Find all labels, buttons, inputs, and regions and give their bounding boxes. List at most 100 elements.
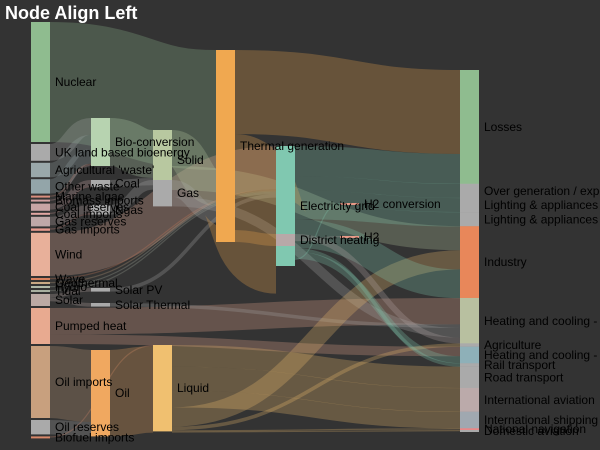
node-biofuel-imports xyxy=(31,436,50,439)
node-label-electricity-grid: Electricity grid xyxy=(300,199,375,213)
node-electricity-grid xyxy=(276,146,295,266)
node-label-over-generation: Over generation / exports xyxy=(484,184,600,198)
node-pumped-heat xyxy=(31,308,50,344)
node-other-waste xyxy=(31,179,50,194)
node-label-solar: Solar xyxy=(55,293,83,307)
link-liquid-to-industry xyxy=(171,250,461,427)
node-industry xyxy=(460,226,479,299)
link-electricity-grid-to-losses xyxy=(294,146,461,184)
node-label-pumped-heat: Pumped heat xyxy=(55,319,127,333)
link-coal-to-solid xyxy=(109,178,154,188)
node-solar xyxy=(31,294,50,306)
node-label-solid: Solid xyxy=(177,153,204,167)
link-pumped-heat-to-heating-comm xyxy=(49,334,461,357)
node-agriculture xyxy=(460,343,479,347)
link-district-heating-to-heating-home xyxy=(294,234,461,344)
node-label-coal-reserves: Coal reserves xyxy=(55,200,129,214)
node-coal-imports xyxy=(31,212,50,215)
node-marine-algae xyxy=(31,195,50,198)
node-label-road: Road transport xyxy=(484,370,564,384)
link-bio-conversion-to-solid xyxy=(108,118,155,178)
link-gas-to-thermal-gen xyxy=(170,180,218,223)
link-thermal-gen-to-district-heating xyxy=(234,230,277,246)
link-oil-reserves-to-oil xyxy=(49,420,92,437)
link-electricity-grid-to-lighting-home xyxy=(294,190,461,213)
node-label-h2-conversion: H2 conversion xyxy=(364,197,441,211)
node-lighting-comm xyxy=(460,212,479,227)
link-electricity-grid-to-over-generation xyxy=(294,176,461,199)
node-lighting-home xyxy=(460,197,479,213)
node-label-liquid: Liquid xyxy=(177,381,209,395)
link-pumped-heat-to-heating-home xyxy=(49,297,461,335)
node-label-oil: Oil xyxy=(115,386,130,400)
node-label-natl-navigation: National navigation xyxy=(484,422,586,436)
link-wave-to-electricity-grid xyxy=(49,189,277,280)
link-thermal-gen-to-losses xyxy=(234,50,461,154)
node-label-lighting-home: Lighting & appliances - homes xyxy=(484,198,600,212)
link-tidal-to-electricity-grid xyxy=(49,192,277,292)
node-label-industry: Industry xyxy=(484,255,527,269)
node-wave xyxy=(31,278,50,280)
node-losses xyxy=(460,70,479,184)
node-label-district-heating: District heating xyxy=(300,233,379,247)
node-oil-reserves xyxy=(31,420,50,435)
node-intl-aviation xyxy=(460,387,479,412)
link-solar-to-solar-thermal xyxy=(49,297,92,307)
node-label-biofuel-imports: Biofuel imports xyxy=(55,430,134,444)
link-thermal-gen-to-electricity-grid xyxy=(203,134,308,294)
link-electricity-grid-to-heating-comm xyxy=(294,251,461,364)
node-biomass-imports xyxy=(31,199,50,202)
nodes-layer xyxy=(31,22,479,439)
link-liquid-to-intl-shipping xyxy=(171,390,461,429)
node-gas-reserves xyxy=(31,216,50,227)
node-bio-conversion xyxy=(91,118,110,166)
node-tidal xyxy=(31,290,50,292)
node-label-ngas: Ngas xyxy=(115,203,143,217)
node-label-lighting-comm: Lighting & appliances - commercial xyxy=(484,212,600,226)
node-thermal-gen xyxy=(216,50,235,242)
node-label-intl-aviation: International aviation xyxy=(484,393,595,407)
node-label-agri-waste: Agricultural 'waste' xyxy=(55,163,154,177)
node-label-nuclear: Nuclear xyxy=(55,75,96,89)
link-oil-imports-to-oil xyxy=(49,346,92,422)
node-label-solar-pv: Solar PV xyxy=(115,283,162,297)
node-label-heating-home: Heating and cooling - homes xyxy=(484,314,600,328)
node-label-other-waste: Other waste xyxy=(55,179,120,193)
node-geothermal xyxy=(31,282,50,284)
link-geothermal-to-electricity-grid xyxy=(49,190,277,284)
node-label-wind: Wind xyxy=(55,247,82,261)
link-liquid-to-agriculture xyxy=(171,343,461,431)
node-label-solar-thermal: Solar Thermal xyxy=(115,298,190,312)
node-label-h2: H2 xyxy=(364,230,380,244)
node-gas-imports xyxy=(31,228,50,231)
node-label-biomass-imports: Biomass imports xyxy=(55,194,144,208)
node-oil-imports xyxy=(31,346,50,418)
link-oil-to-liquid xyxy=(109,346,154,437)
node-label-domestic-aviation: Domestic aviation xyxy=(484,424,579,438)
node-label-losses: Losses xyxy=(484,120,522,134)
node-label-geothermal: Geothermal xyxy=(55,276,118,290)
node-ngas xyxy=(91,205,110,215)
node-natl-navigation xyxy=(460,428,479,431)
node-rail xyxy=(460,363,479,367)
node-label-wave: Wave xyxy=(55,272,86,286)
node-label-gas: Gas xyxy=(177,186,199,200)
node-heating-comm xyxy=(460,346,479,364)
node-over-generation xyxy=(460,183,479,199)
link-gas-imports-to-ngas xyxy=(49,213,92,230)
link-gas-reserves-to-ngas xyxy=(49,205,92,226)
node-intl-shipping xyxy=(460,411,479,429)
node-label-oil-reserves: Oil reserves xyxy=(55,420,119,434)
link-agri-waste-to-bio-conversion xyxy=(48,134,93,178)
node-district-heating xyxy=(276,234,295,246)
node-label-coal: Coal xyxy=(115,177,140,191)
node-coal-reserves xyxy=(31,203,50,211)
node-h2-conversion xyxy=(340,203,359,205)
node-domestic-aviation xyxy=(460,430,479,432)
link-nuclear-to-thermal-gen xyxy=(48,22,218,170)
node-gas xyxy=(153,180,172,207)
link-biomass-imports-to-bio-conversion xyxy=(49,164,92,201)
link-coal-imports-to-coal xyxy=(49,186,92,214)
